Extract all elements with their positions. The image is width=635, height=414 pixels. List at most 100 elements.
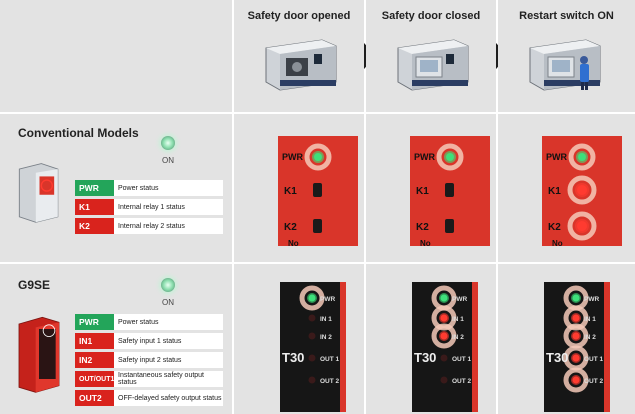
legend-tag: OUT/OUT1 (75, 371, 114, 387)
pwr-label: PWR (282, 152, 303, 162)
pwr-label: PWR (584, 296, 599, 303)
k2-label: K2 (284, 222, 297, 233)
model-label: T30 (282, 350, 304, 365)
led-glow-ring (299, 285, 325, 311)
pwr-label: PWR (414, 152, 435, 162)
k1-label: K1 (416, 186, 429, 197)
pwr-label: PWR (452, 296, 467, 303)
out1-led (308, 354, 316, 362)
machine-door-closed-illustration (397, 39, 469, 91)
out1-label: OUT 1 (452, 356, 472, 363)
in1-led (572, 314, 580, 322)
legend-desc: Safety input 1 status (118, 337, 182, 345)
legend-tag: PWR (75, 180, 114, 196)
machine-door-open-illustration (265, 39, 337, 91)
on-led-icon (161, 136, 175, 150)
legend-desc: Power status (118, 318, 159, 326)
in2-led (572, 332, 580, 340)
k2-led (577, 221, 587, 231)
pwr-label: PWR (546, 152, 567, 162)
legend-row-k1: K1 Internal relay 1 status (75, 199, 223, 215)
in2-label: IN 2 (320, 334, 332, 341)
legend-row-pwr: PWR Power status (75, 180, 223, 196)
out2-led (440, 376, 448, 384)
out2-label: OUT 2 (452, 378, 472, 385)
in2-led (440, 332, 448, 340)
in1-label: IN 1 (320, 316, 332, 323)
no-label: No (420, 239, 431, 246)
g9se-label-cell: G9SE ON PWR Power status IN1 Safety inpu… (0, 264, 232, 414)
column-title: Safety door opened (247, 10, 351, 22)
no-label: No (288, 239, 299, 246)
k1-led (445, 183, 454, 197)
led-glow-ring (568, 143, 596, 171)
g9se-panel-edge (340, 282, 346, 412)
g9se-panel-edge (604, 282, 610, 412)
k1-label: K1 (548, 186, 561, 197)
legend-row-out1: OUT/OUT1 Instantaneous safety output sta… (75, 371, 223, 387)
g9se-relay-device-illustration (18, 316, 60, 393)
in1-led (440, 314, 448, 322)
k2-led (445, 219, 454, 233)
out1-led (572, 354, 580, 362)
k2-led (313, 219, 322, 233)
pwr-led (308, 294, 316, 302)
conventional-label-cell: Conventional Models ON PWR Power status … (0, 114, 232, 262)
legend-row-pwr: PWR Power status (75, 314, 223, 330)
conventional-title: Conventional Models (18, 126, 139, 140)
k1-led (313, 183, 322, 197)
header-col-door-closed: Safety door closed (366, 0, 496, 112)
in2-label: IN 2 (452, 334, 464, 341)
no-label: No (552, 239, 563, 246)
legend-desc: Instantaneous safety output status (118, 372, 205, 386)
k2-label: K2 (548, 222, 561, 233)
led-glow-ring (567, 175, 597, 205)
legend-desc: Internal relay 2 status (118, 222, 185, 230)
pwr-led (440, 294, 448, 302)
legend-row-in1: IN1 Safety input 1 status (75, 333, 223, 349)
legend-desc: OFF-delayed safety output status (118, 394, 222, 402)
conventional-relay-device-illustration (18, 163, 59, 223)
legend-row-out2: OUT2 OFF-delayed safety output status (75, 390, 223, 406)
led-glow-ring (431, 323, 457, 349)
legend-tag: K2 (75, 218, 114, 234)
out2-led (572, 376, 580, 384)
in2-led (308, 332, 316, 340)
in1-led (308, 314, 316, 322)
out2-label: OUT 2 (584, 378, 604, 385)
header-blank-cell (0, 0, 232, 112)
out1-label: OUT 1 (320, 356, 340, 363)
out1-label: OUT 1 (584, 356, 604, 363)
header-col-door-opened: Safety door opened (234, 0, 364, 112)
pwr-led (572, 294, 580, 302)
column-title: Safety door closed (381, 10, 481, 22)
led-glow-ring (304, 143, 332, 171)
machine-restart-illustration (529, 39, 601, 91)
in1-label: IN 1 (452, 316, 464, 323)
legend-desc: Safety input 2 status (118, 356, 182, 364)
g9se-panel-face (280, 282, 346, 412)
legend-tag: PWR (75, 314, 114, 330)
in1-label: IN 1 (584, 316, 596, 323)
out2-led (308, 376, 316, 384)
legend-tag: K1 (75, 199, 114, 215)
k1-label: K1 (284, 186, 297, 197)
pwr-led (446, 153, 454, 161)
g9se-title: G9SE (18, 278, 51, 292)
legend-desc: Power status (118, 184, 159, 192)
k2-label: K2 (416, 222, 429, 233)
in2-label: IN 2 (584, 334, 596, 341)
on-label: ON (162, 156, 174, 165)
k1-led (577, 185, 587, 195)
led-glow-ring (567, 211, 597, 241)
legend-tag: IN1 (75, 333, 114, 349)
